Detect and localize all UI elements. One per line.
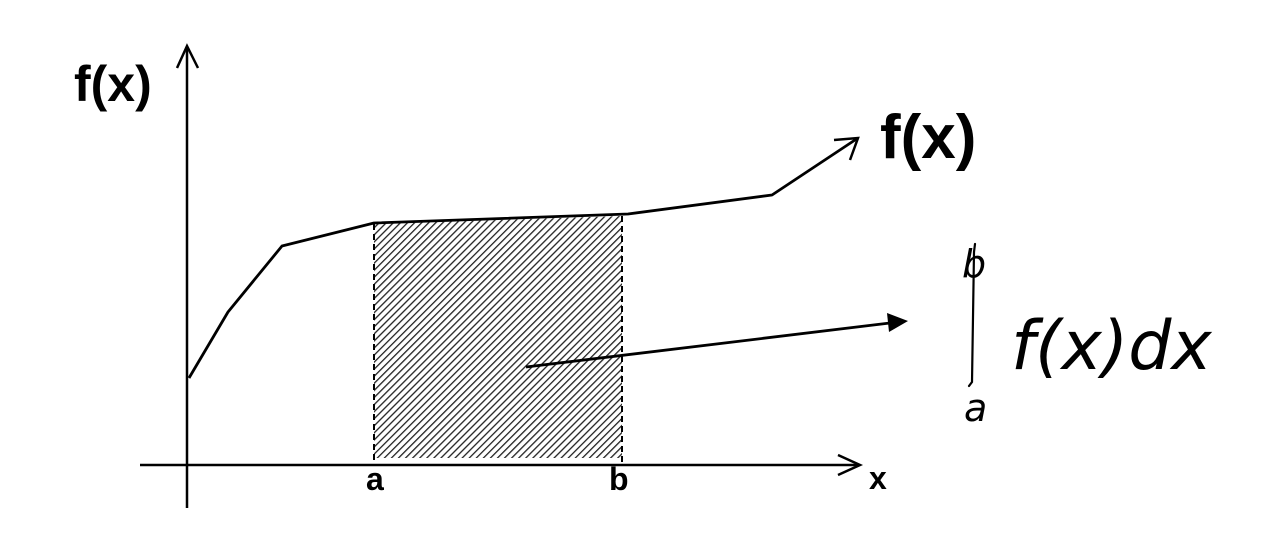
curve-arrowhead [833, 136, 860, 161]
integral-lower-bound: a [964, 386, 987, 430]
integrand: f(x)dx [1011, 307, 1212, 386]
x-axis-arrowhead [837, 453, 864, 477]
lower-limit-label: a [366, 461, 384, 497]
function-curve [187, 136, 859, 379]
upper-limit-label: b [609, 461, 629, 497]
area-under-curve [374, 216, 622, 458]
y-axis-label: f(x) [74, 56, 152, 112]
y-axis-arrowhead [175, 43, 200, 69]
area-pointer-arrow [525, 321, 891, 369]
integral-sign-icon [967, 242, 977, 388]
curve-label: f(x) [880, 103, 976, 172]
x-axis-label: x [869, 460, 887, 496]
integral-expression: b a f(x)dx [962, 242, 1212, 430]
area-pointer-arrowhead [887, 313, 908, 332]
